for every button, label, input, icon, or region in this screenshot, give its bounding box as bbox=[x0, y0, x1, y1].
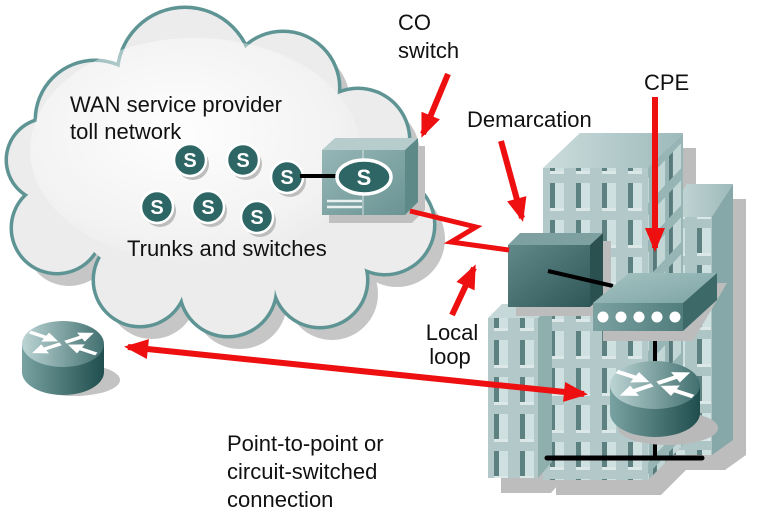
local-loop-arrow bbox=[449, 264, 477, 317]
switch-node-icon bbox=[190, 189, 226, 225]
demarcation-label: Demarcation bbox=[467, 107, 592, 132]
cpe-router-icon bbox=[610, 361, 718, 445]
annotation-arrows bbox=[124, 72, 665, 402]
local-loop-zigzag bbox=[409, 208, 510, 253]
cloud-title-line2: toll network bbox=[70, 119, 182, 144]
cpe-label: CPE bbox=[644, 70, 689, 95]
switch-glyph: S bbox=[236, 150, 249, 172]
connection-label-line3: connection bbox=[227, 487, 333, 512]
remote-router-icon bbox=[22, 321, 120, 396]
switch-glyph: S bbox=[250, 207, 263, 229]
switch-glyph: S bbox=[201, 197, 214, 219]
cloud-title-line1: WAN service provider bbox=[70, 92, 282, 117]
switch-node-icon bbox=[225, 142, 261, 178]
switch-glyph: S bbox=[183, 150, 196, 172]
co-switch-arrow bbox=[420, 72, 451, 138]
connection-label-line2: circuit-switched bbox=[227, 459, 377, 484]
co-switch-label-line1: CO bbox=[398, 10, 431, 35]
cpe-switch-icon bbox=[593, 273, 727, 341]
local-loop-label-line2: loop bbox=[429, 344, 471, 369]
co-switch-icon: S bbox=[300, 138, 425, 223]
local-loop-label-line1: Local bbox=[426, 320, 479, 345]
connection-label-line1: Point-to-point or bbox=[227, 431, 384, 456]
demarcation-arrow bbox=[498, 140, 527, 222]
co-switch-label-line2: switch bbox=[398, 38, 459, 63]
cloud-caption: Trunks and switches bbox=[127, 236, 327, 261]
demarcation-box-icon bbox=[508, 233, 611, 316]
switch-glyph: S bbox=[280, 167, 293, 189]
switch-node-icon bbox=[239, 199, 275, 235]
switch-node-icon bbox=[172, 142, 208, 178]
switch-glyph: S bbox=[357, 165, 372, 190]
trunk-switches: S S S S S S bbox=[139, 142, 306, 237]
switch-glyph: S bbox=[150, 197, 163, 219]
point-to-point-arrow bbox=[124, 339, 588, 402]
demarc-to-cpe-line bbox=[547, 269, 614, 288]
cpe-ports bbox=[597, 311, 681, 323]
switch-node-icon bbox=[139, 189, 175, 225]
